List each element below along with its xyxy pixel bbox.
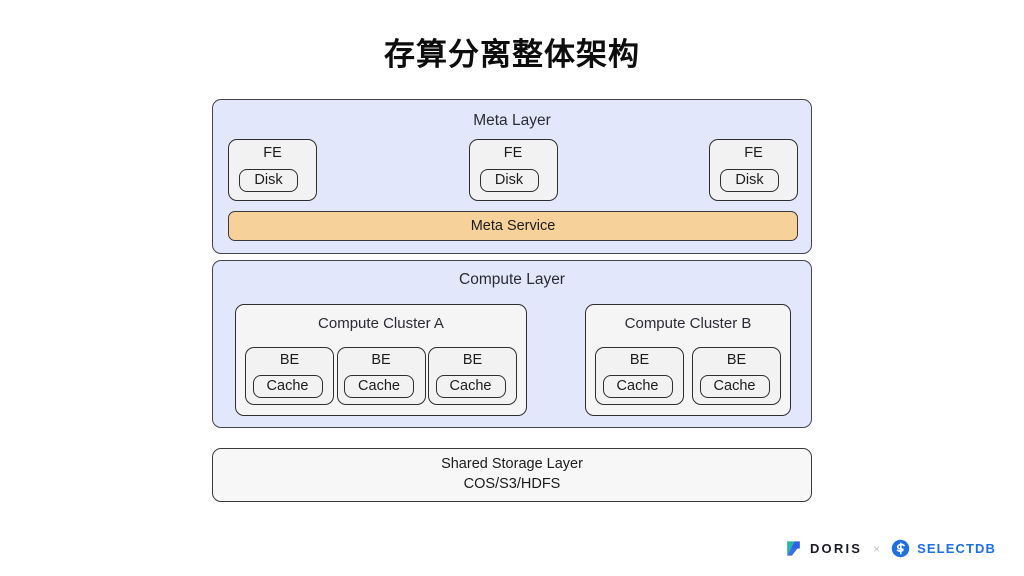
fe-node-label: FE — [744, 145, 763, 161]
be-node-row: BE Cache BE Cache — [595, 347, 781, 405]
be-node: BE Cache — [595, 347, 684, 405]
shared-storage-subtitle: COS/S3/HDFS — [463, 476, 561, 492]
be-cache-pill: Cache — [344, 374, 414, 398]
be-node-label: BE — [279, 352, 300, 368]
fe-disk-pill: Disk — [479, 168, 539, 192]
compute-layer-panel: Compute Layer Compute Cluster A BE Cache… — [212, 260, 812, 428]
be-cache-pill: Cache — [435, 374, 506, 398]
be-node: BE Cache — [245, 347, 334, 405]
fe-node-label: FE — [503, 145, 523, 161]
be-node-label: BE — [462, 352, 483, 368]
selectdb-wordmark: SELECTDB — [917, 541, 996, 556]
be-node: BE Cache — [692, 347, 781, 405]
be-cache-pill: Cache — [699, 374, 770, 398]
selectdb-logo: SELECTDB — [891, 539, 996, 558]
shared-storage-title: Shared Storage Layer — [441, 456, 583, 473]
meta-service-bar: Meta Service — [228, 211, 798, 241]
fe-node-row: FE Disk FE Disk FE Disk — [228, 139, 798, 201]
be-cache-pill: Cache — [602, 374, 673, 398]
fe-disk-pill: Disk — [720, 168, 779, 192]
compute-layer-title: Compute Layer — [459, 271, 565, 288]
be-node-label: BE — [726, 352, 747, 368]
shared-storage-layer-panel: Shared Storage Layer COS/S3/HDFS — [212, 448, 812, 502]
fe-node: FE Disk — [228, 139, 317, 201]
fe-disk-pill: Disk — [239, 168, 298, 192]
be-node: BE Cache — [428, 347, 517, 405]
footer-logos: DORIS × SELECTDB — [784, 539, 996, 558]
meta-layer-panel: Meta Layer FE Disk FE Disk FE Disk Meta … — [212, 99, 812, 254]
be-node-label: BE — [629, 352, 650, 368]
fe-node: FE Disk — [468, 139, 558, 201]
be-cache-pill: Cache — [252, 374, 323, 398]
be-node-row: BE Cache BE Cache BE Cache — [245, 347, 517, 405]
doris-logo: DORIS — [784, 539, 862, 558]
compute-cluster-a-title: Compute Cluster A — [318, 315, 444, 332]
compute-cluster-b: Compute Cluster B BE Cache BE Cache — [585, 304, 791, 416]
page-title: 存算分离整体架构 — [384, 37, 640, 72]
fe-node-label: FE — [263, 145, 282, 161]
be-node-label: BE — [371, 352, 391, 368]
compute-cluster-b-title: Compute Cluster B — [624, 315, 752, 332]
doris-mark-icon — [787, 541, 800, 556]
selectdb-mark-icon — [891, 539, 910, 558]
meta-layer-title: Meta Layer — [473, 112, 551, 129]
be-node: BE Cache — [336, 347, 426, 405]
fe-node: FE Disk — [709, 139, 798, 201]
compute-cluster-a: Compute Cluster A BE Cache BE Cache BE C… — [235, 304, 527, 416]
logo-separator-icon: × — [873, 541, 881, 556]
doris-wordmark: DORIS — [809, 541, 863, 556]
